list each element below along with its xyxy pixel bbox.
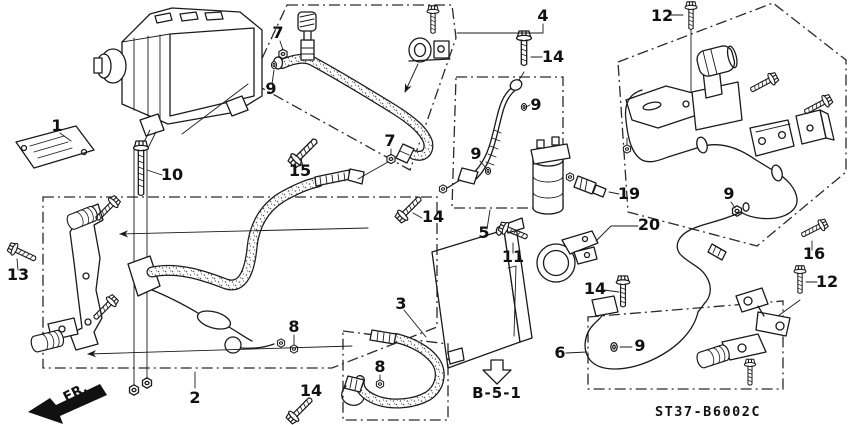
callout-14[interactable]: 14 xyxy=(542,47,564,66)
stud-nut-icon xyxy=(141,377,153,389)
callout-16[interactable]: 16 xyxy=(803,244,825,263)
callout-7[interactable]: 7 xyxy=(272,23,283,42)
oring-9-icon xyxy=(270,60,278,70)
callout-14[interactable]: 14 xyxy=(584,279,606,298)
bolt-14-icon xyxy=(392,192,426,226)
pressure-switch xyxy=(565,172,607,198)
condenser-pipe xyxy=(507,265,517,337)
condenser xyxy=(431,217,533,369)
leader-lines xyxy=(16,14,818,408)
callout-19[interactable]: 19 xyxy=(618,184,640,203)
washer-icon xyxy=(742,202,750,212)
inline-filter xyxy=(196,310,232,330)
clamp-bolt-icon xyxy=(426,5,440,34)
callout-13[interactable]: 13 xyxy=(7,265,29,284)
receiver-hose-assembly xyxy=(438,79,523,194)
upper-hose-assembly xyxy=(272,5,451,164)
grommet-icon xyxy=(694,343,732,370)
evaporator-unit xyxy=(93,7,263,149)
callout-15[interactable]: 15 xyxy=(289,161,311,180)
callout-10[interactable]: 10 xyxy=(161,165,183,184)
bolt-16-icon xyxy=(798,216,830,242)
ac-pipe xyxy=(624,89,798,220)
pipe-clamp-bracket xyxy=(536,230,599,283)
bolt-14-icon xyxy=(515,30,533,67)
callout-11[interactable]: 11 xyxy=(502,247,524,266)
pipe-nut-icon xyxy=(622,144,632,154)
callout-6[interactable]: 6 xyxy=(554,343,565,362)
callout-7[interactable]: 7 xyxy=(384,131,395,150)
callout-9[interactable]: 9 xyxy=(265,79,276,98)
bolt-14-icon xyxy=(615,275,631,308)
pipe-fitting xyxy=(591,295,619,317)
bolt-12-icon xyxy=(793,265,807,294)
suction-hose-assembly xyxy=(127,168,365,354)
callout-8[interactable]: 8 xyxy=(374,357,385,376)
callout-20[interactable]: 20 xyxy=(638,215,660,234)
hose-flange-block xyxy=(127,255,161,297)
callout-5[interactable]: 5 xyxy=(478,223,489,242)
callout-4[interactable]: 4 xyxy=(537,6,548,25)
group-box-right-pipes xyxy=(617,2,847,247)
pipe-fitting xyxy=(707,243,727,261)
callout-12[interactable]: 12 xyxy=(816,272,838,291)
bolt-13-icon xyxy=(5,240,39,266)
hose-end-fitting xyxy=(369,329,397,345)
callout-14[interactable]: 14 xyxy=(422,207,444,226)
callout-2[interactable]: 2 xyxy=(189,388,200,407)
lower-pipe-group xyxy=(584,287,801,386)
mounting-plate xyxy=(15,125,95,169)
callout-9[interactable]: 9 xyxy=(634,336,645,355)
callout-8[interactable]: 8 xyxy=(288,317,299,336)
pipe-nut-icon xyxy=(276,338,286,348)
detail-reference[interactable]: B-5-1 xyxy=(472,359,522,402)
grommet-icon xyxy=(29,328,66,354)
pipe-clamp xyxy=(408,37,451,63)
bracket-bolt-icon xyxy=(743,358,757,386)
drawing-code: ST37-B6002C xyxy=(655,404,761,420)
group-box-lower-pipe xyxy=(587,300,784,390)
receiver-drier xyxy=(530,136,571,215)
pipe-clip-icon xyxy=(610,341,618,353)
right-pipe-group xyxy=(622,29,835,313)
hose-end-fitting xyxy=(341,375,365,406)
callout-9[interactable]: 9 xyxy=(723,184,734,203)
nut-8-icon xyxy=(289,344,299,354)
callout-12[interactable]: 12 xyxy=(651,6,673,25)
discharge-hose-assembly xyxy=(341,329,445,409)
nut-7-icon xyxy=(278,48,288,60)
ac-pipe xyxy=(676,211,742,313)
pipe-nut-icon xyxy=(438,184,448,194)
detail-reference-label[interactable]: B-5-1 xyxy=(472,384,522,402)
bracket-bolt-icon xyxy=(747,70,781,97)
receiver-line xyxy=(151,289,286,354)
hose-coupler-spring xyxy=(314,168,365,187)
bolt-10-icon xyxy=(132,140,150,197)
callout-1[interactable]: 1 xyxy=(51,116,62,135)
down-arrow-icon xyxy=(482,359,512,385)
solenoid-valve xyxy=(696,45,738,77)
ac-pipe xyxy=(584,307,699,370)
oring-9-icon xyxy=(484,166,492,176)
callout-14[interactable]: 14 xyxy=(300,381,322,400)
callout-3[interactable]: 3 xyxy=(395,294,406,313)
stud-nut-icon xyxy=(128,384,140,396)
callout-9[interactable]: 9 xyxy=(530,95,541,114)
callouts: 1 2 3 4 5 6 7 7 8 8 9 9 9 9 9 10 11 12 1… xyxy=(7,6,838,407)
hose-end-fitting xyxy=(395,143,415,164)
nut-8-icon xyxy=(375,379,385,389)
fr-arrow-icon xyxy=(28,384,107,424)
switch-nut-icon xyxy=(565,172,575,182)
callout-9[interactable]: 9 xyxy=(470,144,481,163)
charge-valve xyxy=(297,11,317,61)
bolt-12-icon xyxy=(684,1,698,30)
front-direction-marker: FR. xyxy=(28,380,107,424)
side-mount-bracket xyxy=(29,193,123,354)
